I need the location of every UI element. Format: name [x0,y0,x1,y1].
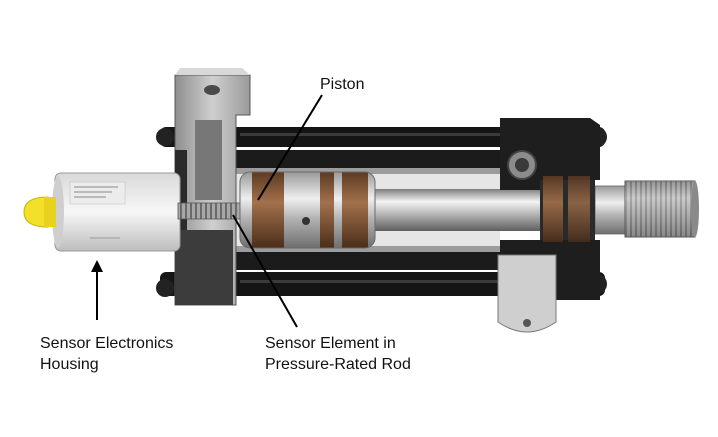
sensor-electronics-label-line2: Housing [40,356,99,373]
mounting-foot [497,254,557,333]
sensor-electronics-housing [52,172,181,252]
callout-lines [91,94,323,328]
piston-label: Piston [320,76,365,93]
connector-cap [23,196,56,228]
sensor-element-label: Sensor Element in Pressure-Rated Rod [265,333,411,375]
piston [239,171,376,249]
piston-callout-line [257,94,323,201]
element-callout-line [232,214,298,328]
sensor-element-rod [177,202,241,220]
rear-end-cap [174,68,251,306]
sensor-element-label-line1: Sensor Element in [265,335,396,352]
sensor-element-label-line2: Pressure-Rated Rod [265,356,411,373]
sensor-electronics-label-line1: Sensor Electronics [40,335,174,352]
electronics-arrowhead [91,260,103,272]
sensor-electronics-label: Sensor Electronics Housing [40,333,173,375]
